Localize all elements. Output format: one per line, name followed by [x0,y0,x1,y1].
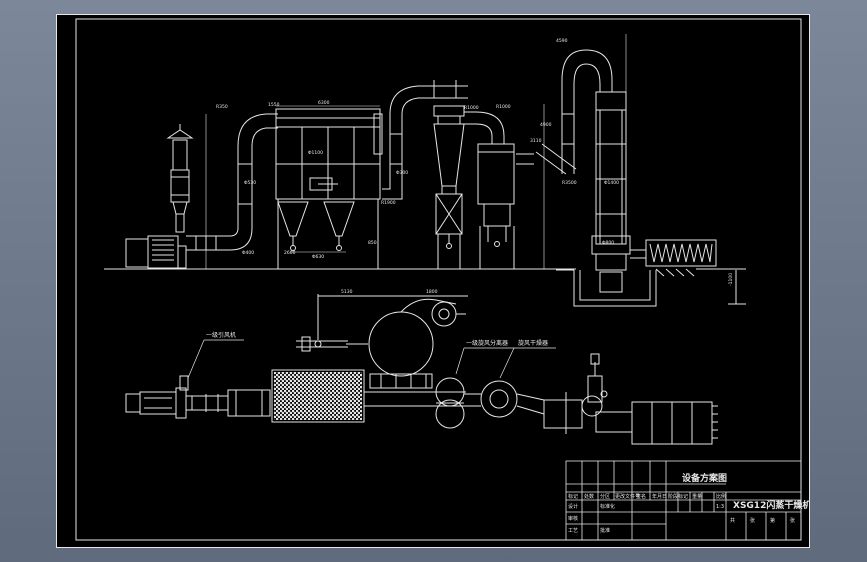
dim-label: 2600 [284,250,296,256]
dim-label: 1550 [268,102,280,108]
tb-label: 张 [750,517,755,524]
cyclone-plan [368,311,434,377]
tb-label: 年月日 [652,493,667,500]
drawing-sheet: -1100 R350 6300 1550 Φ530 Φ400 Φ630 R190… [56,14,810,548]
outer-border [56,14,810,548]
tb-label: 张 [790,517,795,524]
tb-label: 标记 [568,493,578,500]
elevation-dimensions: R350 6300 1550 Φ530 Φ400 Φ630 R1900 Φ300… [216,38,619,260]
dim-label: Φ530 [244,180,256,186]
callout-blower: 一级引风机 [206,331,236,339]
dim-label: 3110 [530,138,542,144]
title-block [565,460,802,541]
tb-label: 处数 [584,493,594,500]
dim-label: Φ630 [312,254,324,260]
tb-label: 阶段标记 [668,493,688,500]
dim-label: Φ800 [602,240,614,246]
dim-label: 4590 [556,38,568,44]
tb-label: 分区 [600,493,610,500]
dim-label: R1900 [381,200,396,206]
callout-cyclone: 一级旋风分离器 [466,339,508,347]
dryer-plan [480,380,518,418]
tb-label: 工艺 [568,528,578,534]
dim-label: Φ1400 [604,180,619,186]
dim-label: 6300 [318,100,330,106]
tb-label: 签名 [636,493,646,500]
tb-label: 批准 [600,527,610,534]
dim-label: 1800 [426,289,438,295]
level-dim: -1100 [728,273,734,286]
drawing-model: XSG12闪蒸干燥机 [733,499,810,511]
tb-label: 重量 [692,493,702,500]
dim-label: Φ1100 [308,150,323,156]
tb-label: 第 [770,517,775,524]
dim-label: R350 [216,104,228,110]
dim-label: R1000 [496,104,511,110]
tb-label: 审核 [568,515,578,522]
drawing-name: 设备方案图 [682,472,727,484]
dim-label: Φ400 [242,250,254,256]
inner-border [75,18,802,541]
dim-label: R1000 [464,105,479,111]
tb-label: 共 [730,517,735,524]
tb-label: 标准化 [600,503,615,510]
dim-label: Φ300 [396,170,408,176]
dim-label: 5130 [341,289,353,295]
dim-label: 850 [368,240,377,246]
callout-dryer: 旋风干燥器 [518,339,548,347]
flash-dryer-tower [595,91,627,245]
dim-label: 4900 [540,122,552,128]
dim-label: R3500 [562,180,577,186]
equipment-drawing: -1100 R350 6300 1550 Φ530 Φ400 Φ630 R190… [56,14,810,548]
cyclone-separator [433,105,465,117]
tb-label: 设计 [568,503,578,510]
elevation-view: -1100 [104,34,746,307]
air-heater [645,239,717,267]
tb-label: 更改文件号 [615,493,640,500]
tb-label: 比例 [716,493,726,500]
bag-filter-plan [271,369,365,423]
plan-view [125,294,718,445]
tb-scale: 1:3 [716,504,724,510]
